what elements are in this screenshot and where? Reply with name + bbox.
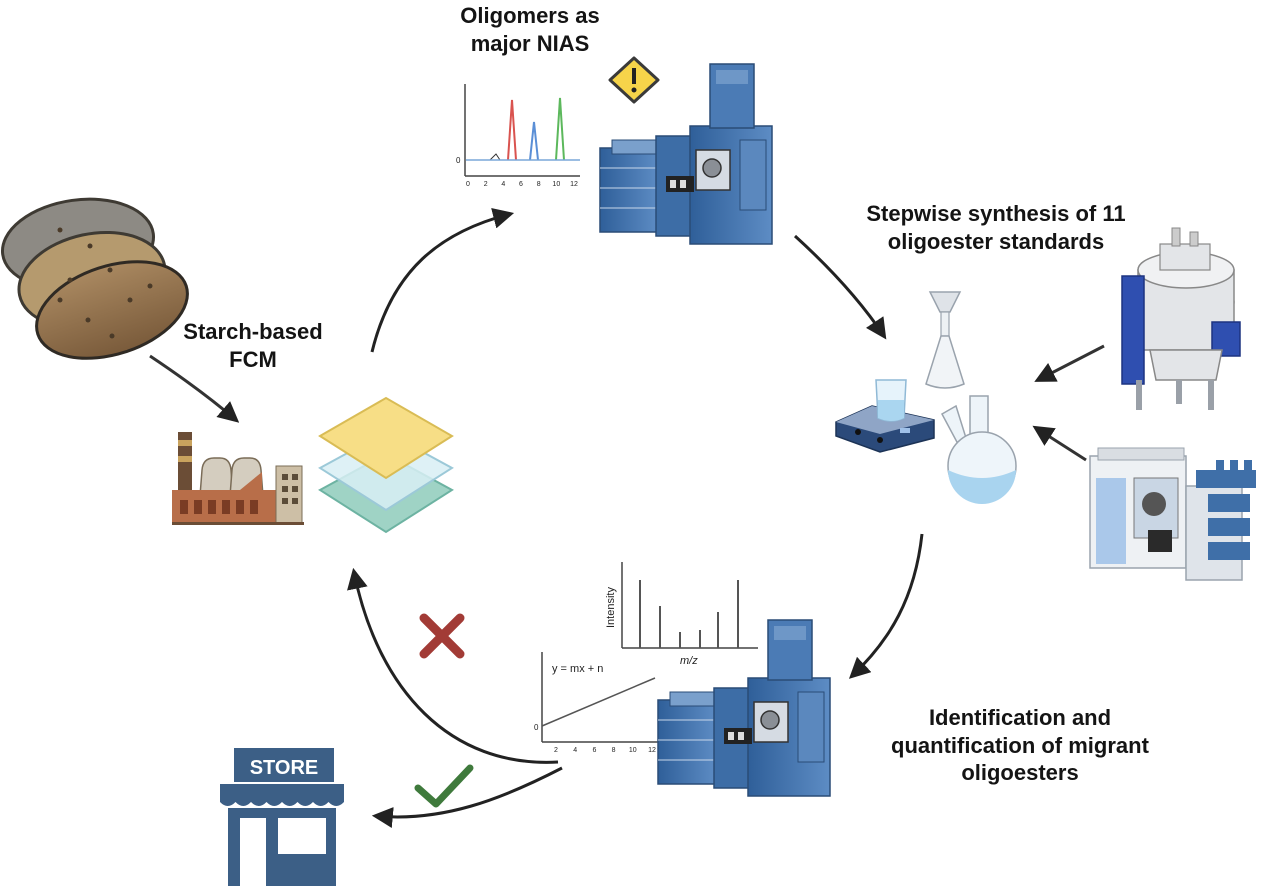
calibration-chart: y = mx + n 0 2 4 6 8 10 12 (534, 652, 660, 754)
arrow-fcm-to-analysis (370, 208, 515, 353)
label-line: major NIAS (470, 30, 590, 56)
calibration-xtick: 6 (592, 747, 596, 754)
nmr-icon (1121, 227, 1241, 410)
label-line: oligoester standards (887, 228, 1105, 254)
factory-icon (172, 432, 304, 525)
store-icon: STORE (220, 748, 344, 886)
label-line: FCM (229, 346, 277, 372)
calibration-xticks: 2 4 6 8 10 12 (554, 747, 656, 754)
chromatogram-xtick: 4 (501, 181, 505, 188)
label-line: Identification and (928, 705, 1112, 730)
calibration-equation: y = mx + n (552, 663, 603, 675)
arrow-potato-to-factory (149, 354, 240, 423)
chromatogram-xticks: 0 2 4 6 8 10 12 (466, 181, 578, 188)
cross-icon (419, 613, 465, 659)
label-identification: Identification and quantification of mig… (840, 704, 1200, 787)
lc-ms-instrument-bottom-icon (657, 619, 831, 797)
film-layers-icon (318, 396, 454, 534)
label-line: Starch-based (183, 319, 323, 344)
calibration-xtick: 2 (554, 747, 558, 754)
calibration-xtick: 8 (612, 747, 616, 754)
glassware-icon (835, 291, 1017, 504)
chromatogram-xtick: 6 (519, 181, 523, 188)
chromatogram-xtick: 10 (552, 181, 560, 188)
label-line: Stepwise synthesis of 11 (866, 201, 1126, 226)
chromatogram-xtick: 8 (537, 181, 541, 188)
lc-ms-instrument-icon (599, 63, 773, 245)
calibration-ytick: 0 (534, 723, 539, 732)
mass-spectrum-chart: Intensity m/z (605, 562, 758, 667)
calibration-xtick: 12 (648, 747, 656, 754)
label-starch-fcm: Starch-based FCM (178, 318, 328, 373)
mass-spectrum-peaks (639, 580, 739, 648)
chromatogram-xtick: 12 (570, 181, 578, 188)
arrow-nmr-to-glassware (1034, 344, 1105, 382)
label-stepwise-synthesis: Stepwise synthesis of 11 oligoester stan… (836, 200, 1156, 255)
chromatogram-xtick: 2 (484, 181, 488, 188)
label-line: oligoesters (961, 760, 1079, 785)
ms-ylabel: Intensity (605, 587, 617, 628)
check-icon (414, 764, 474, 808)
arrow-identification-to-fcm (347, 567, 559, 764)
chromatogram-ytick: 0 (456, 156, 461, 165)
arrow-analysis-to-synthesis (793, 234, 887, 340)
chromatogram-chart: 0 0 2 4 6 8 10 12 (456, 84, 580, 188)
warning-icon (608, 56, 660, 104)
chromatogram-xtick: 0 (466, 181, 470, 188)
label-line: quantification of migrant (891, 732, 1149, 758)
calibration-xtick: 10 (629, 747, 637, 754)
label-line: Oligomers as (460, 3, 600, 28)
calibration-line (541, 677, 656, 727)
hplc-icon (1089, 447, 1256, 581)
label-oligomers-nias: Oligomers as major NIAS (430, 2, 630, 57)
calibration-xtick: 4 (573, 747, 577, 754)
store-sign: STORE (250, 757, 319, 779)
arrow-identification-to-store (371, 766, 563, 828)
arrow-synthesis-to-identification (848, 533, 924, 679)
arrow-hplc-to-glassware (1032, 425, 1087, 462)
ms-xlabel: m/z (680, 655, 698, 667)
potato-icon (0, 197, 189, 360)
